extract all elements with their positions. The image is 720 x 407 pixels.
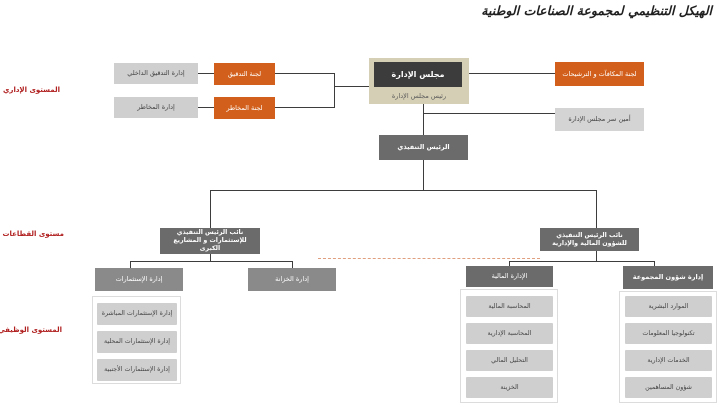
connector-investments-branch (210, 254, 211, 261)
deputy-finance-admin-box: نائب الرئيس التنفيذي للشؤون المالية والإ… (540, 228, 639, 251)
board-title: مجلس الإدارة (374, 62, 462, 87)
connector-risk-committee (275, 107, 334, 108)
connector-finance-dept (509, 261, 510, 266)
connector-investments-dept (130, 261, 131, 268)
rewards-committee-box: لجنة المكافآت و الترشيحات (555, 62, 644, 86)
connector-committees-vertical (334, 73, 335, 108)
list-item: الخدمات الإدارية (625, 350, 712, 371)
internal-audit-box: إدارة التدقيق الداخلي (114, 63, 198, 84)
list-item: شؤون المساهمين (625, 377, 712, 398)
level-label-functional: المستوى الوظيفي (0, 326, 62, 334)
list-item: تكنولوجيا المعلومات (625, 323, 712, 344)
connector-investments-horizontal (130, 261, 292, 262)
level-label-sectors: مستوى القطاعات (2, 230, 64, 238)
connector-group-dept (654, 261, 655, 266)
list-item: إدارة الإستثمارات المباشرة (97, 303, 177, 325)
board-secretary-box: أمين سر مجلس الإدارة (555, 108, 644, 131)
level-label-administrative: المستوى الإداري (3, 86, 60, 94)
connector-treasury-dept (292, 261, 293, 268)
treasury-dept-box: إدارة الخزانة (248, 268, 336, 291)
connector-board-to-ceo (423, 104, 424, 135)
connector-board-secretary (423, 113, 555, 114)
investments-items-panel: إدارة الإستثمارات المباشرة إدارة الإستثم… (92, 296, 181, 384)
group-items-panel: الموارد البشرية تكنولوجيا المعلومات الخد… (619, 291, 717, 403)
ceo-box: الرئيس التنفيذي (379, 135, 468, 160)
connector-audit-committee (275, 73, 334, 74)
list-item: إدارة الإستثمارات المحلية (97, 331, 177, 353)
connector-finance-horizontal (509, 261, 654, 262)
risk-management-box: إدارة المخاطر (114, 97, 198, 118)
connector-deputies-horizontal (210, 190, 596, 191)
page-title: الهيكل التنظيمي لمجموعة الصناعات الوطنية (481, 3, 712, 18)
list-item: المحاسبة المالية (466, 296, 553, 317)
board-subtitle: رئيس مجلس الإدارة (391, 91, 447, 100)
board-box: مجلس الإدارة رئيس مجلس الإدارة (369, 58, 469, 104)
connector-dashed-link (318, 258, 540, 259)
group-affairs-dept-box: إدارة شؤون المجموعة (623, 266, 713, 289)
connector-ceo-down (423, 160, 424, 190)
audit-committee-box: لجنة التدقيق (214, 63, 275, 85)
connector-deputy-finance (596, 190, 597, 228)
list-item: إدارة الإستثمارات الأجنبية (97, 359, 177, 381)
connector-deputy-investments (210, 190, 211, 228)
deputy-investments-box: نائب الرئيس التنفيذي للإستثمارات و المشا… (160, 228, 260, 254)
connector-risk-management (198, 107, 214, 108)
investments-dept-box: إدارة الإستثمارات (95, 268, 183, 291)
list-item: الخزينة (466, 377, 553, 398)
connector-rewards-committee (462, 73, 555, 74)
risk-committee-box: لجنة المخاطر (214, 97, 275, 119)
list-item: الموارد البشرية (625, 296, 712, 317)
connector-internal-audit (198, 73, 214, 74)
finance-dept-box: الإدارة المالية (466, 266, 553, 287)
finance-items-panel: المحاسبة المالية المحاسبة الإدارية التحل… (460, 289, 558, 403)
connector-finance-branch (596, 251, 597, 261)
connector-committees-to-board (334, 86, 369, 87)
list-item: المحاسبة الإدارية (466, 323, 553, 344)
list-item: التحليل المالي (466, 350, 553, 371)
